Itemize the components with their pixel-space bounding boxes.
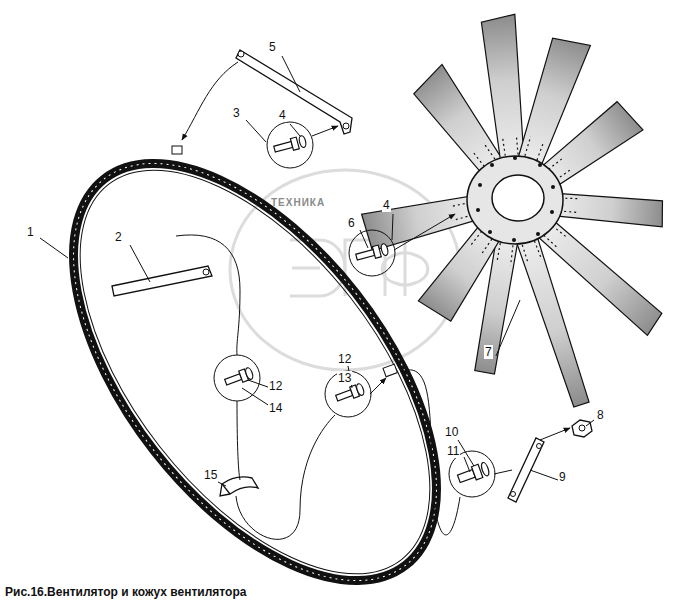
watermark-text: ТЕХНИКА bbox=[270, 196, 326, 210]
fan-hub bbox=[467, 156, 563, 244]
callout-number: 14 bbox=[268, 401, 283, 415]
figure-caption: Рис.16.Вентилятор и кожух вентилятора bbox=[5, 585, 246, 599]
callout-number: 8 bbox=[596, 408, 605, 422]
callout-number: 15 bbox=[203, 468, 218, 482]
shroud-ring bbox=[3, 100, 506, 602]
callout-number: 6 bbox=[347, 216, 356, 230]
callout-number: 4 bbox=[278, 108, 287, 122]
callout-number: 9 bbox=[558, 470, 567, 484]
callout-number: 11 bbox=[446, 444, 460, 458]
callout-number: 12 bbox=[337, 352, 352, 366]
callout-number: 10 bbox=[444, 425, 459, 439]
callout-number: 3 bbox=[232, 106, 241, 120]
fan-blades bbox=[362, 14, 665, 408]
callout-number: 7 bbox=[484, 345, 493, 359]
callout-number: 1 bbox=[26, 225, 35, 239]
callout-number: 2 bbox=[114, 230, 123, 244]
callout-number: 13 bbox=[337, 371, 352, 385]
callout-number: 4 bbox=[382, 198, 391, 212]
callout-number: 12 bbox=[268, 379, 283, 393]
callout-number: 5 bbox=[268, 40, 277, 54]
